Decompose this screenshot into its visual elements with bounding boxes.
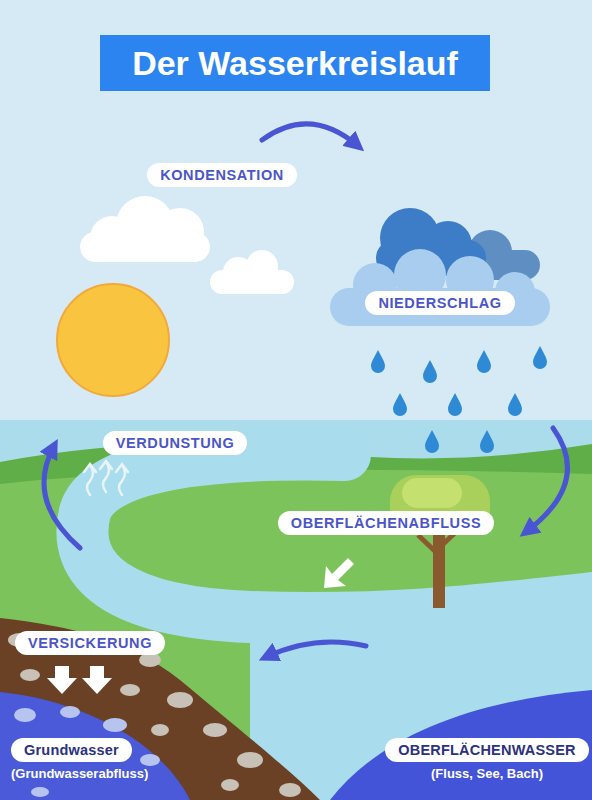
stage-label: VERSICKERUNG — [15, 631, 165, 655]
steam-line — [100, 461, 112, 492]
stone — [120, 684, 140, 696]
cycle-arrows — [44, 124, 567, 657]
tree-crown — [402, 478, 462, 508]
stone — [279, 783, 301, 797]
back-hill — [0, 444, 592, 800]
label-node: Grundwasser (Grundwasserabfluss) — [11, 738, 148, 781]
stage-label: KONDENSATION — [147, 163, 297, 187]
stage-label: OBERFLÄCHENWASSER — [385, 738, 588, 762]
groundwater — [0, 692, 190, 800]
stage-label: VERDUNSTUNG — [103, 431, 248, 455]
stone — [167, 692, 193, 708]
raindrop — [477, 350, 491, 373]
cycle-arrow — [266, 642, 366, 657]
seepage-arrow — [82, 666, 112, 694]
title-banner: Der Wasserkreislauf — [100, 35, 490, 91]
label-node: OBERFLÄCHENABFLUSS — [278, 511, 494, 535]
raindrop — [393, 393, 407, 416]
label-node: OBERFLÄCHENWASSER (Fluss, See, Bach) — [385, 738, 588, 781]
river — [82, 455, 592, 619]
raindrop — [425, 430, 439, 453]
horizon-water — [0, 420, 592, 800]
steam-line — [116, 464, 128, 495]
stone — [203, 723, 227, 737]
stone — [151, 724, 169, 736]
stone — [103, 718, 127, 732]
steam-line — [84, 464, 96, 495]
runoff-arrow — [324, 558, 354, 588]
stone — [20, 669, 40, 681]
stone — [60, 706, 80, 718]
stone — [221, 779, 239, 791]
soil — [0, 618, 320, 800]
tree — [390, 475, 490, 608]
light-cloud — [330, 249, 550, 326]
cycle-arrow — [262, 124, 358, 146]
raindrop — [533, 346, 547, 369]
cloud-part — [246, 250, 278, 282]
raindrop — [371, 350, 385, 373]
raindrop — [480, 430, 494, 453]
stone — [140, 754, 160, 766]
sky — [0, 0, 592, 440]
cycle-arrow — [526, 428, 567, 532]
cloud-part — [156, 208, 204, 256]
stage-label: Grundwasser — [11, 738, 132, 762]
rain — [371, 346, 547, 453]
stage-note: (Grundwasserabfluss) — [11, 766, 148, 781]
stone — [139, 653, 161, 667]
stage-label: NIEDERSCHLAG — [365, 291, 514, 315]
stone — [31, 787, 49, 797]
label-node: KONDENSATION — [147, 163, 297, 187]
stone — [237, 752, 263, 768]
raindrop — [508, 393, 522, 416]
label-node: VERSICKERUNG — [15, 631, 165, 655]
cycle-arrow — [44, 446, 80, 548]
sun — [57, 284, 169, 396]
stone — [14, 708, 36, 722]
raindrop — [448, 393, 462, 416]
lake — [250, 575, 592, 800]
label-node: VERDUNSTUNG — [103, 431, 248, 455]
surface-water — [330, 690, 592, 800]
seepage-arrow — [47, 666, 77, 694]
steam — [84, 461, 128, 495]
stage-note: (Fluss, See, Bach) — [385, 766, 588, 781]
white-cloud — [80, 196, 294, 294]
stage-label: OBERFLÄCHENABFLUSS — [278, 511, 494, 535]
raindrop — [423, 360, 437, 383]
label-node: NIEDERSCHLAG — [365, 291, 514, 315]
